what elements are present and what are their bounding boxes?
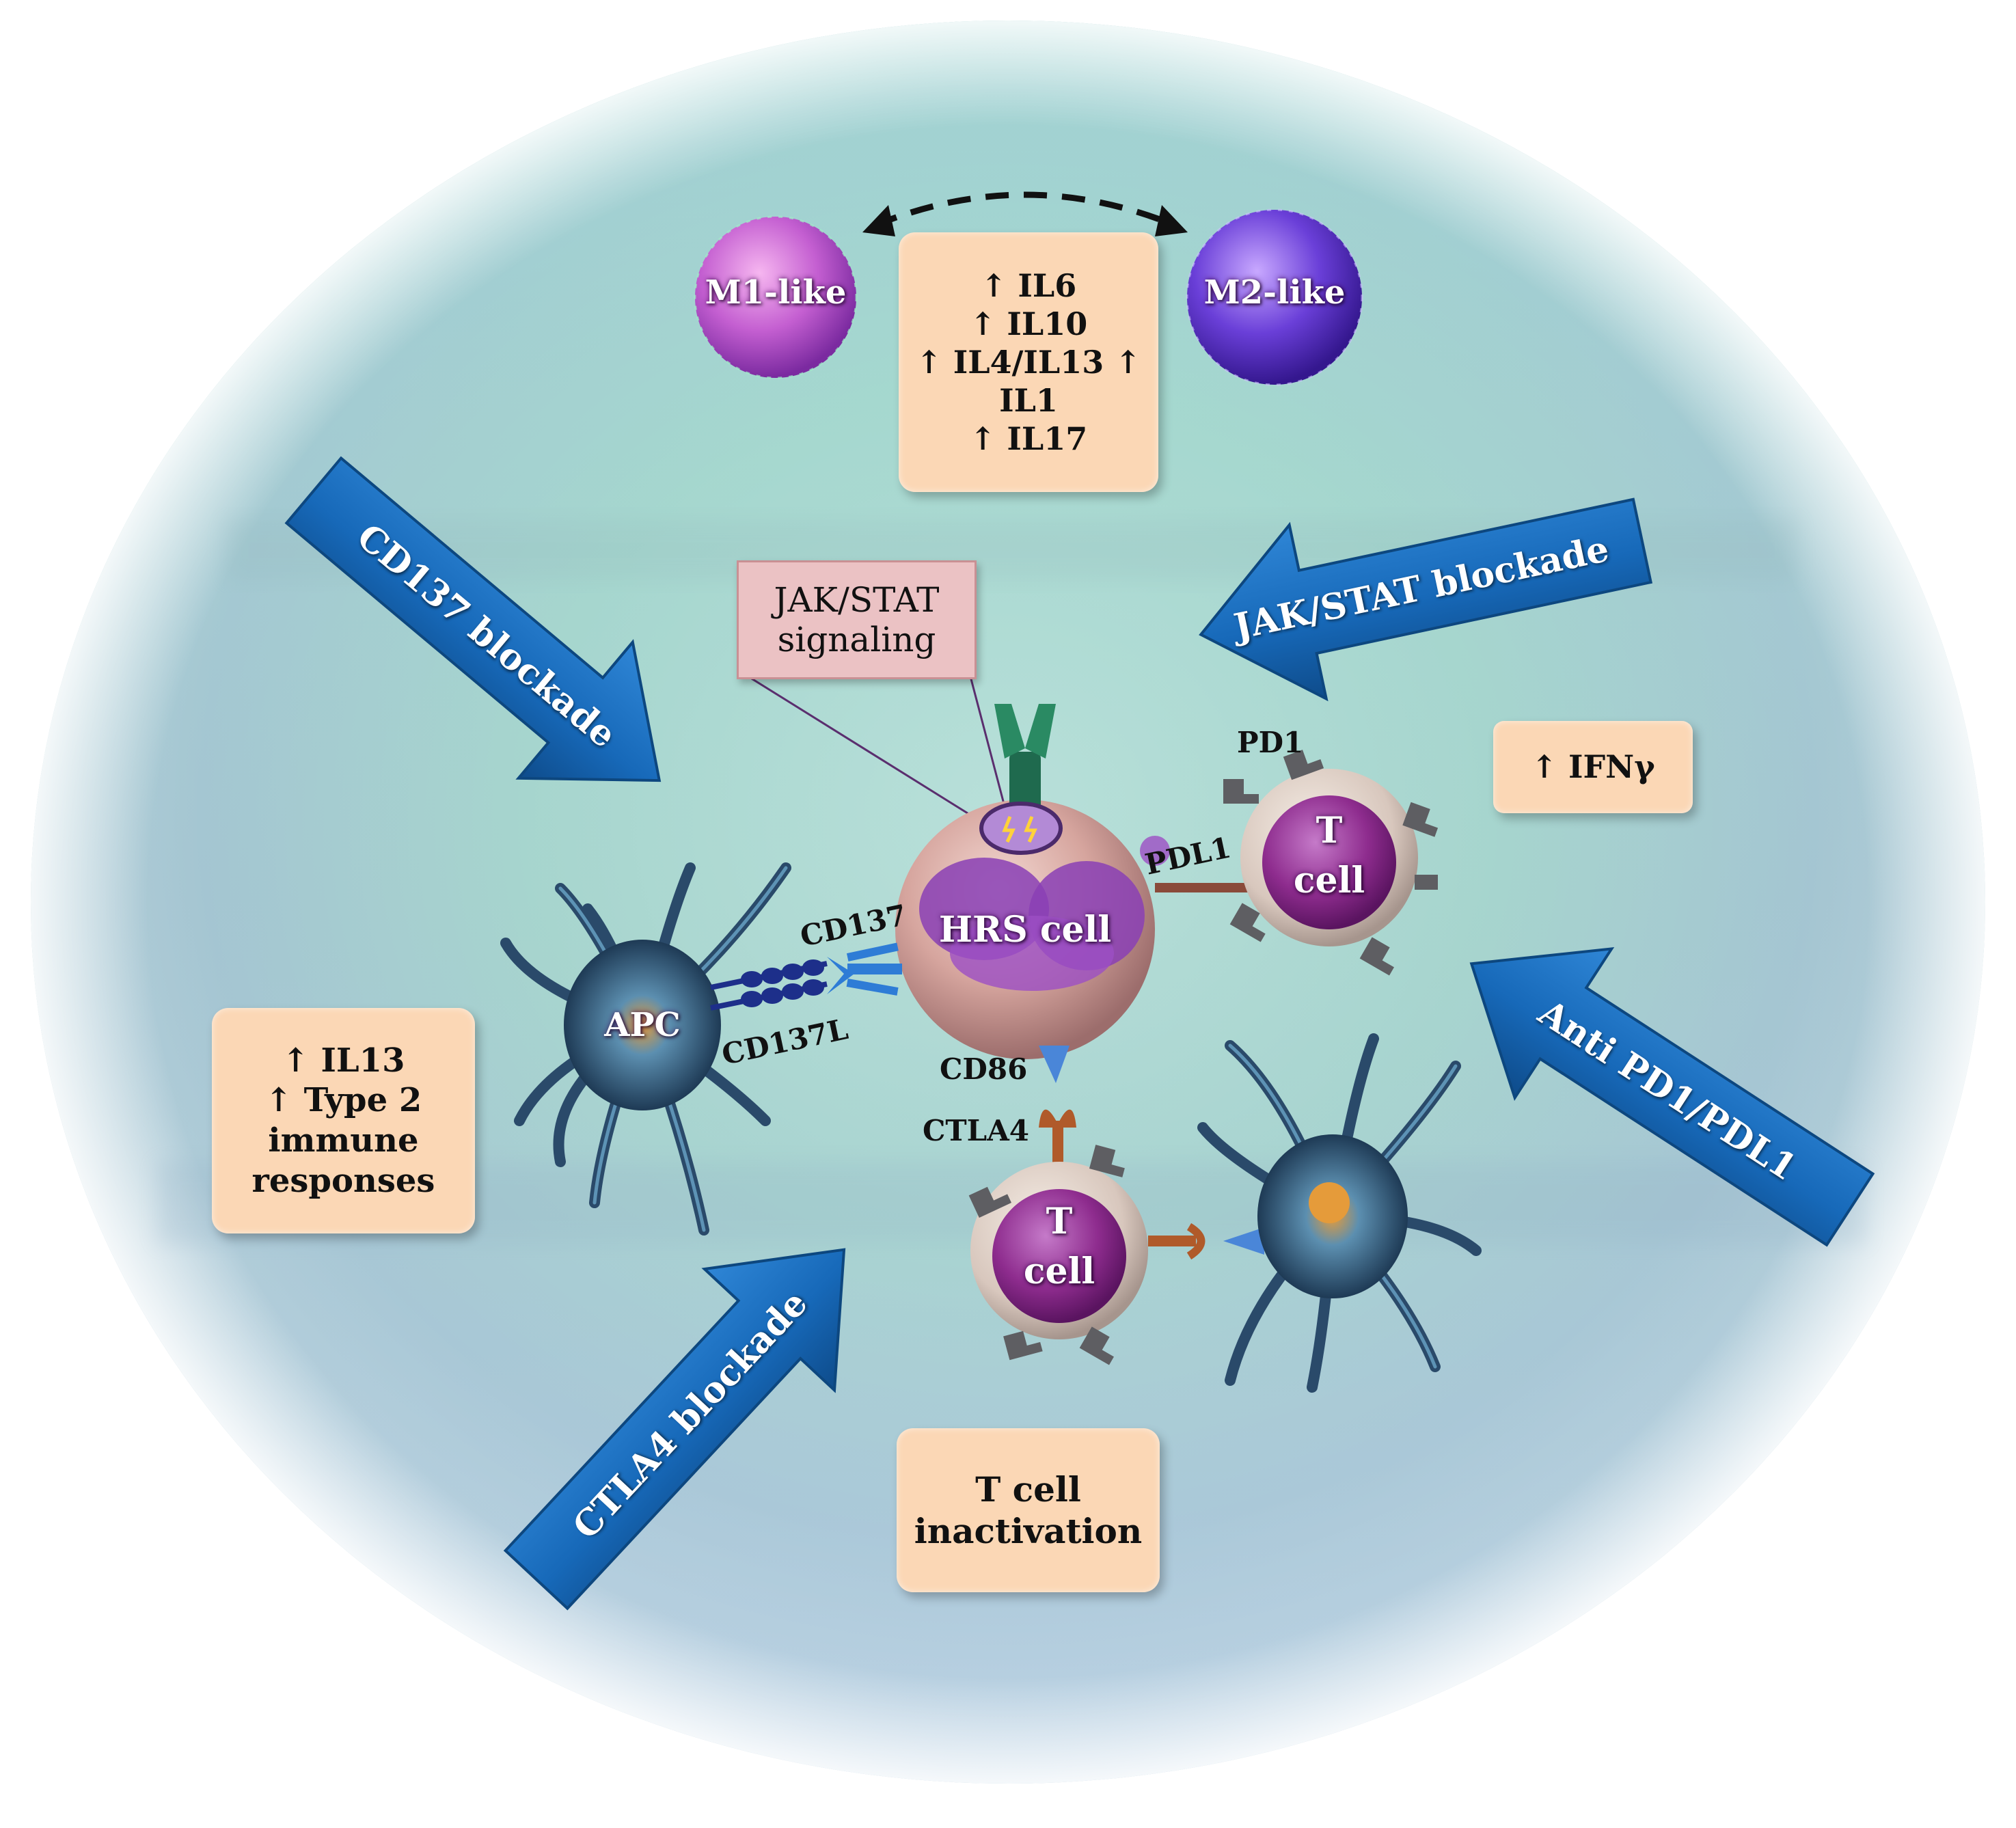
- ifn-gamma-box: ↑ IFNγ: [1493, 721, 1693, 813]
- jak-stat-line-2: signaling: [777, 620, 936, 659]
- tcell-apc-link: [1148, 1223, 1264, 1260]
- cd137-blockade-arrow: [284, 456, 662, 782]
- il13-line-3: immune: [268, 1121, 419, 1160]
- t-cell-bottom-label: T cell: [1011, 1197, 1107, 1297]
- t-cell-right: [1223, 750, 1439, 976]
- t-cell-inactivation-box: T cell inactivation: [897, 1428, 1160, 1592]
- ifn-gamma-text: ↑ IFNγ: [1531, 748, 1655, 786]
- inactivation-line-1: T cell: [975, 1469, 1081, 1510]
- t-cell-right-label: T cell: [1281, 806, 1377, 906]
- apc-dendritic-cell: [500, 862, 791, 1236]
- m1-like-label: M1-like: [705, 273, 847, 312]
- il13-line-1: ↑ IL13: [282, 1041, 405, 1080]
- apc-label: APC: [604, 1006, 681, 1044]
- cytokine-line-il4-il13: ↑ IL4/IL13 ↑: [916, 343, 1141, 381]
- cd137-cd137l-interaction: [710, 942, 902, 1011]
- jak-stat-callout-lines: [748, 675, 1006, 828]
- apc-dendritic-cell-right: [1197, 1033, 1482, 1393]
- il13-box: ↑ IL13 ↑ Type 2 immune responses: [212, 1008, 475, 1233]
- cytokine-line-il10: ↑ IL10: [969, 305, 1088, 342]
- jak-stat-blockade-arrow: [1199, 497, 1653, 702]
- ctla4-label: CTLA4: [923, 1114, 1030, 1147]
- hrs-cell-label: HRS cell: [938, 909, 1112, 951]
- t-cell-bottom: [968, 1145, 1148, 1365]
- cytokine-box-top: ↑ IL6 ↑ IL10 ↑ IL4/IL13 ↑ IL1 ↑ IL17: [899, 232, 1158, 492]
- m2-macrophage: [1186, 208, 1363, 386]
- il13-line-4: responses: [251, 1161, 435, 1200]
- jak-receptor: [979, 704, 1063, 855]
- cytokine-line-il17: ↑ IL17: [969, 420, 1088, 458]
- t-cell-right-line-1: T: [1316, 810, 1343, 851]
- inactivation-line-2: inactivation: [914, 1511, 1143, 1551]
- cytokine-line-il1: IL1: [999, 382, 1058, 420]
- t-cell-bottom-line-2: cell: [1023, 1250, 1095, 1292]
- m1-macrophage: [694, 215, 858, 379]
- t-cell-right-line-2: cell: [1293, 859, 1365, 901]
- jak-stat-signaling-box: JAK/STAT signaling: [737, 560, 977, 679]
- ctla4-blockade-arrow: [503, 1248, 846, 1611]
- m1-m2-transition-arrow: [862, 191, 1188, 236]
- anti-pd1-pdl1-arrow: [1469, 946, 1875, 1247]
- pdl1-pd1-link: [1155, 883, 1251, 892]
- t-cell-bottom-line-1: T: [1046, 1201, 1073, 1242]
- jak-stat-line-1: JAK/STAT: [774, 580, 940, 620]
- cytokine-line-il6: ↑ IL6: [980, 267, 1077, 304]
- cd86-label: CD86: [940, 1052, 1028, 1086]
- m2-like-label: M2-like: [1203, 273, 1346, 312]
- hrs-cell: [895, 800, 1170, 1059]
- il13-line-2: ↑ Type 2: [264, 1081, 422, 1120]
- pd1-label: PD1: [1237, 726, 1304, 759]
